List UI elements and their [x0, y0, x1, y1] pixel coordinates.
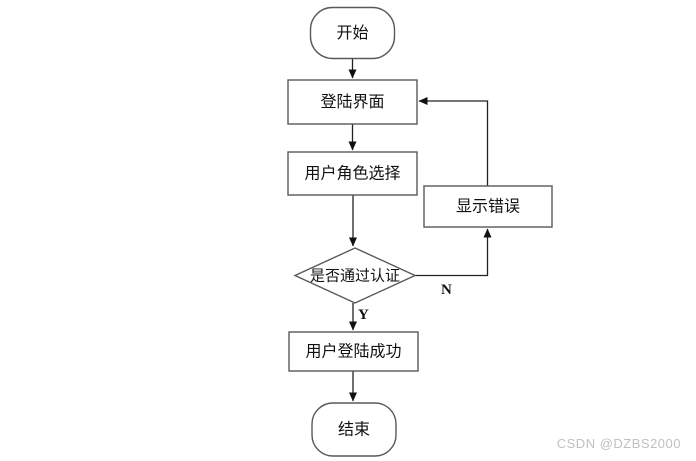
- node-auth-decision: 是否通过认证: [293, 247, 417, 304]
- node-start: 开始: [309, 6, 396, 60]
- error-process-shape: [423, 185, 553, 228]
- edge-error-to-login: [418, 97, 489, 186]
- branch-label-no: N: [441, 282, 452, 298]
- edge-auth-to-error: [415, 228, 492, 277]
- node-error-label: 显示错误: [456, 198, 520, 216]
- node-error: 显示错误: [423, 185, 553, 228]
- node-login-label: 登陆界面: [320, 93, 384, 111]
- node-auth-label: 是否通过认证: [310, 267, 400, 284]
- end-terminator-shape: [311, 402, 397, 457]
- role-process-shape: [287, 151, 418, 196]
- branch-label-yes: Y: [358, 307, 369, 323]
- watermark: CSDN @DZBS2000: [556, 436, 681, 451]
- login-process-shape: [287, 79, 418, 125]
- node-success: 用户登陆成功: [288, 331, 419, 372]
- node-start-label: 开始: [336, 24, 368, 42]
- node-login: 登陆界面: [287, 79, 418, 125]
- node-role-label: 用户角色选择: [304, 165, 400, 183]
- node-end-label: 结束: [338, 421, 370, 439]
- node-success-label: 用户登陆成功: [305, 343, 401, 361]
- node-role: 用户角色选择: [287, 151, 418, 196]
- success-process-shape: [288, 331, 419, 372]
- node-end: 结束: [311, 402, 397, 457]
- edges: [348, 59, 492, 402]
- auth-decision-shape: [293, 247, 417, 304]
- start-terminator-shape: [309, 6, 396, 60]
